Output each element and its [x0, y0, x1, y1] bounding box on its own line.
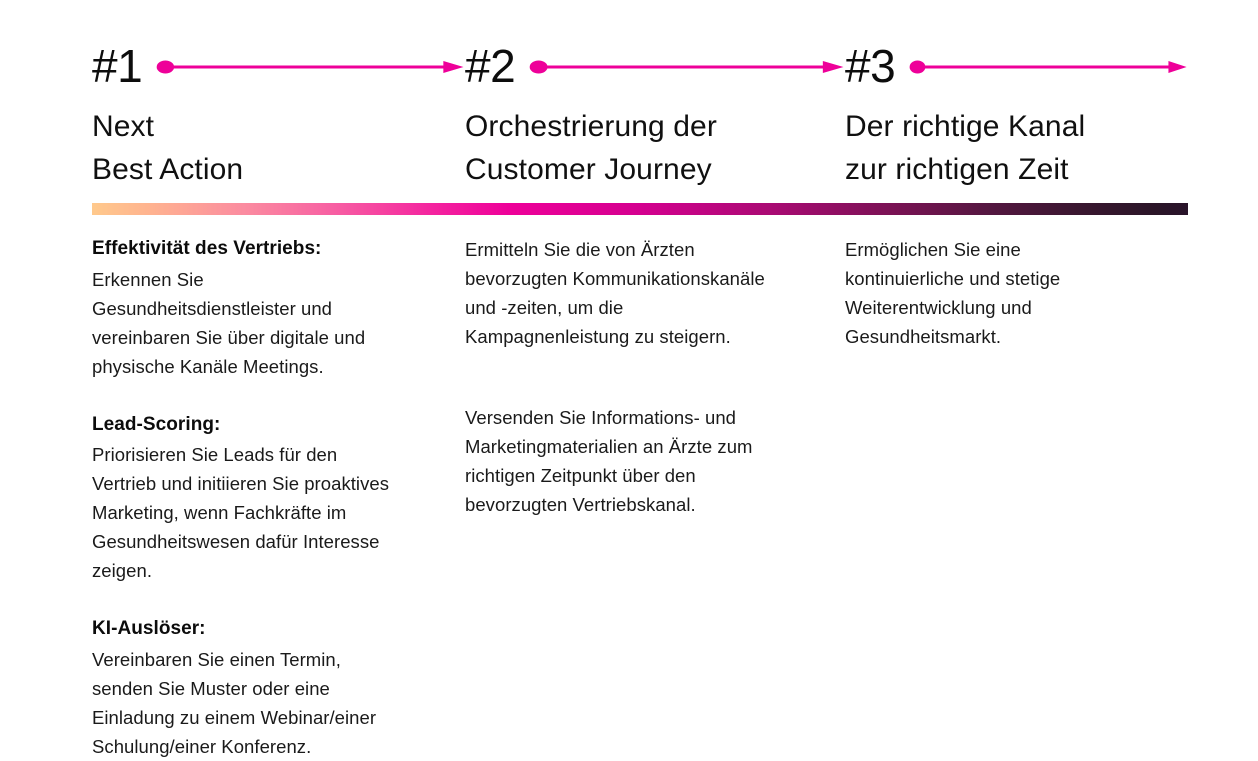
body-column-1: Effektivität des Vertriebs: Erkennen Sie… [92, 235, 465, 761]
step-header-3: #3 Der richtige Kanal zur richtigen Zeit [845, 38, 1188, 191]
content-block: Ermöglichen Sie eine kontinuierliche und… [845, 235, 1185, 351]
gradient-divider-bar [92, 203, 1188, 215]
body-row: Effektivität des Vertriebs: Erkennen Sie… [92, 235, 1192, 761]
block-text: Ermitteln Sie die von Ärzten bevorzugten… [465, 239, 765, 348]
block-text: Erkennen Sie Gesundheitsdienstleister un… [92, 268, 366, 377]
block-spacer [465, 381, 827, 403]
content-block: Effektivität des Vertriebs: Erkennen Sie… [92, 235, 447, 381]
block-text: Ermöglichen Sie eine kontinuierliche und… [845, 239, 1061, 348]
content-block: Lead-Scoring: Priorisieren Sie Leads für… [92, 411, 447, 586]
content-block: Ermitteln Sie die von Ärzten bevorzugten… [465, 235, 827, 351]
body-column-2: Ermitteln Sie die von Ärzten bevorzugten… [465, 235, 845, 519]
block-title: Lead-Scoring: [92, 413, 221, 435]
steps-row: #1 Next Best Action #2 [92, 38, 1188, 203]
arrow-right-icon [909, 58, 1188, 76]
block-text: Priorisieren Sie Leads für den Vertrieb … [92, 444, 390, 582]
step-title-2: Orchestrierung der Customer Journey [465, 110, 717, 186]
step-header-2: #2 Orchestrierung der Customer Journey [465, 38, 845, 191]
step-title-3: Der richtige Kanal zur richtigen Zeit [845, 110, 1086, 186]
block-text: Vereinbaren Sie einen Termin, senden Sie… [92, 648, 377, 757]
step-top-3: #3 [845, 38, 1188, 94]
step-top-1: #1 [92, 38, 465, 94]
content-block: Versenden Sie Informations- und Marketin… [465, 403, 827, 519]
content-block: KI-Auslöser: Vereinbaren Sie einen Termi… [92, 615, 447, 761]
block-title: KI-Auslöser: [92, 618, 206, 640]
arrow-right-icon [156, 58, 465, 76]
step-number-3: #3 [845, 40, 896, 92]
step-header-1: #1 Next Best Action [92, 38, 465, 191]
step-number-2: #2 [465, 40, 516, 92]
arrow-right-icon [529, 58, 845, 76]
block-text: Versenden Sie Informations- und Marketin… [465, 407, 753, 516]
block-title: Effektivität des Vertriebs: [92, 238, 322, 259]
body-column-3: Ermöglichen Sie eine kontinuierliche und… [845, 235, 1185, 351]
step-title-1: Next Best Action [92, 110, 244, 186]
step-top-2: #2 [465, 38, 845, 94]
step-number-1: #1 [92, 40, 143, 92]
